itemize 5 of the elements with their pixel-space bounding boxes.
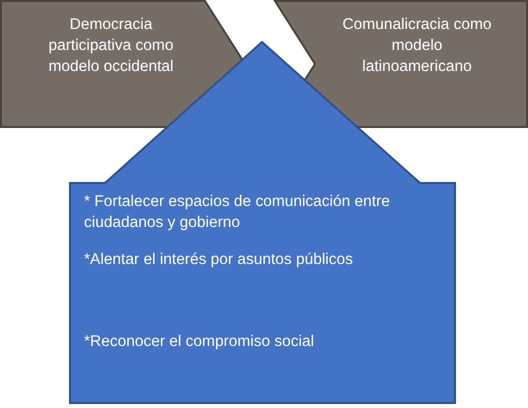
node-text: Democracia participativa como modelo occidental <box>48 15 174 77</box>
node-text: *Reconocer el compromiso social <box>84 332 316 352</box>
node-text: *Alentar el interés por asuntos públicos <box>84 250 354 270</box>
node-text: * Fortalecer espacios de comunicación entre ciudadanos y gobierno <box>84 192 391 233</box>
node-text: Comunalicracia como modelo latinoamericano <box>341 15 493 77</box>
